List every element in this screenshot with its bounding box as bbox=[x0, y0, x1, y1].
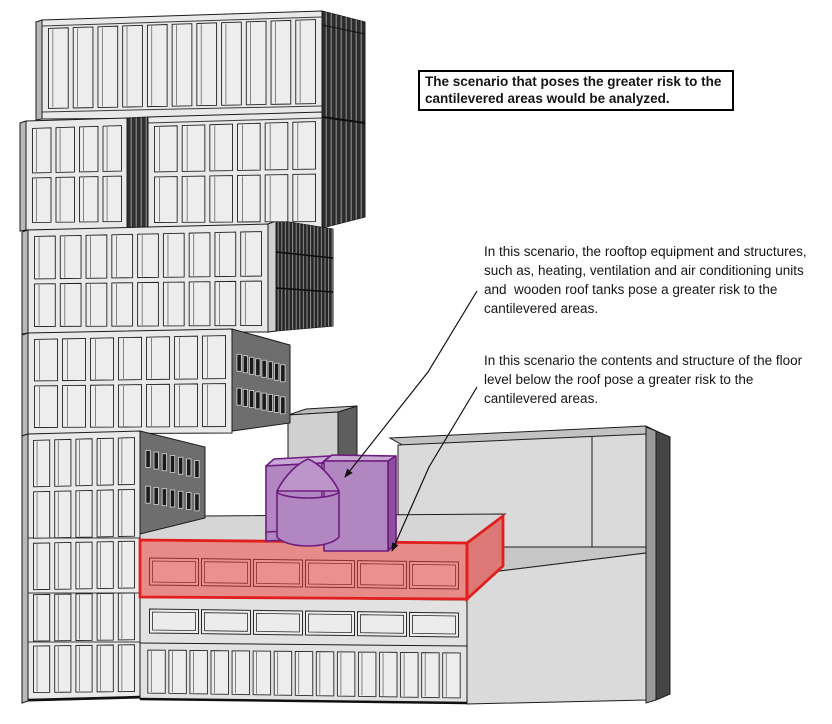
podium-windows bbox=[147, 557, 461, 699]
side-slit-windows bbox=[145, 353, 286, 512]
tank-cone-top bbox=[276, 458, 340, 492]
leader-lines bbox=[344, 290, 478, 552]
leader-line-floor-below-roof bbox=[391, 386, 478, 552]
tower-windows bbox=[32, 19, 316, 693]
purple-rooftop-equipment bbox=[265, 454, 397, 552]
annotation-rooftop-equipment: In this scenario, the rooftop equipment … bbox=[484, 244, 811, 316]
scenario-title-box: The scenario that poses the greater risk… bbox=[418, 70, 734, 111]
roof-bulkhead-wall bbox=[287, 405, 358, 466]
tank-cylinder bbox=[276, 490, 340, 547]
annotation-floor-below-roof: In this scenario the contents and struct… bbox=[484, 353, 806, 406]
leader-line-rooftop-equipment bbox=[344, 290, 478, 478]
